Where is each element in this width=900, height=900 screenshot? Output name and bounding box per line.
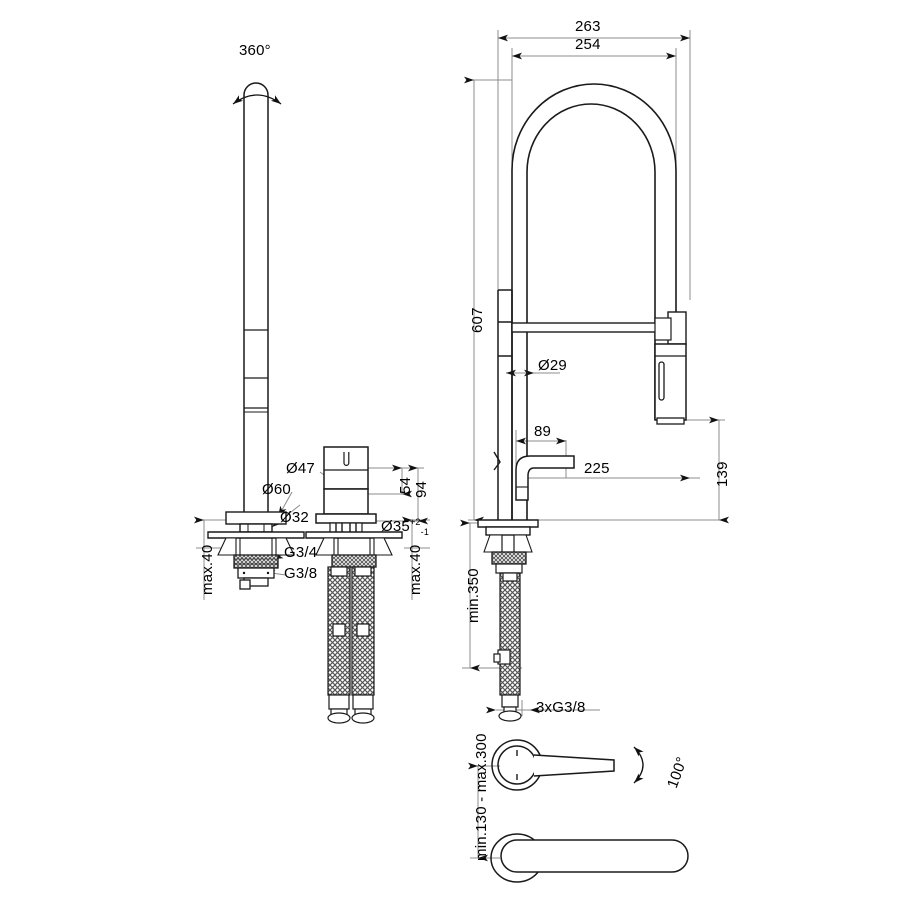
left-flex-hoses xyxy=(327,566,375,724)
spout-outer-arch xyxy=(511,83,677,520)
label-dia-29: Ø29 xyxy=(538,357,567,374)
right-view-assembly xyxy=(477,83,687,574)
cartridge-cap xyxy=(323,446,369,490)
label-max-40-left: max.40 xyxy=(199,544,216,595)
mixer-body-column xyxy=(497,289,513,520)
left-spout-collar xyxy=(225,511,287,533)
label-lever-travel: min.130 - max.300 xyxy=(473,733,490,861)
label-height-94: 94 xyxy=(413,480,430,498)
left-threaded-shank xyxy=(233,554,279,569)
lever-detail-views xyxy=(490,739,689,883)
rotation-arc-100 xyxy=(633,746,644,784)
label-min-350: min.350 xyxy=(465,568,482,623)
label-thread-g34: G3/4 xyxy=(284,544,318,561)
left-cartridge-assembly xyxy=(305,446,403,568)
extension-lines-group xyxy=(196,30,725,859)
label-rotation-360: 360° xyxy=(239,42,271,59)
spout-inner-arch xyxy=(526,103,656,520)
cartridge-deck-plate xyxy=(305,531,403,556)
left-valve-body xyxy=(237,567,275,590)
right-shank xyxy=(491,551,527,574)
spray-mode-button xyxy=(658,361,665,401)
label-max-40-right: max.40 xyxy=(407,544,424,595)
left-view-assembly xyxy=(207,82,305,590)
rotation-arc-360 xyxy=(232,94,282,105)
label-width-263: 263 xyxy=(575,18,601,35)
left-deck-plate xyxy=(207,531,305,556)
label-dia-60: Ø60 xyxy=(262,481,291,498)
cartridge-body xyxy=(315,488,377,524)
left-spout-column xyxy=(243,82,269,520)
lever-side-view xyxy=(490,833,689,883)
label-dia-35: Ø35+2-1 xyxy=(381,517,430,537)
label-hose-3xg38: 3xG3/8 xyxy=(536,699,586,716)
spout-cross-brace xyxy=(511,311,687,345)
cartridge-shank xyxy=(331,554,377,568)
label-height-54: 54 xyxy=(397,476,414,494)
lever-top-view xyxy=(491,739,615,791)
label-dia-32: Ø32 xyxy=(280,509,309,526)
label-width-254: 254 xyxy=(575,36,601,53)
lever-pivot-mark xyxy=(493,451,501,471)
right-flex-hose xyxy=(493,572,522,722)
right-deck-plate xyxy=(477,519,539,553)
label-height-607: 607 xyxy=(469,307,486,333)
label-thread-g38: G3/8 xyxy=(284,565,318,582)
label-height-139: 139 xyxy=(714,461,731,487)
label-reach-225: 225 xyxy=(584,460,610,477)
dimension-lines-group xyxy=(194,34,729,862)
mixer-lever-handle xyxy=(515,455,575,501)
spray-head xyxy=(654,343,687,425)
label-dia-47: Ø47 xyxy=(286,460,315,477)
label-reach-89: 89 xyxy=(534,423,552,440)
